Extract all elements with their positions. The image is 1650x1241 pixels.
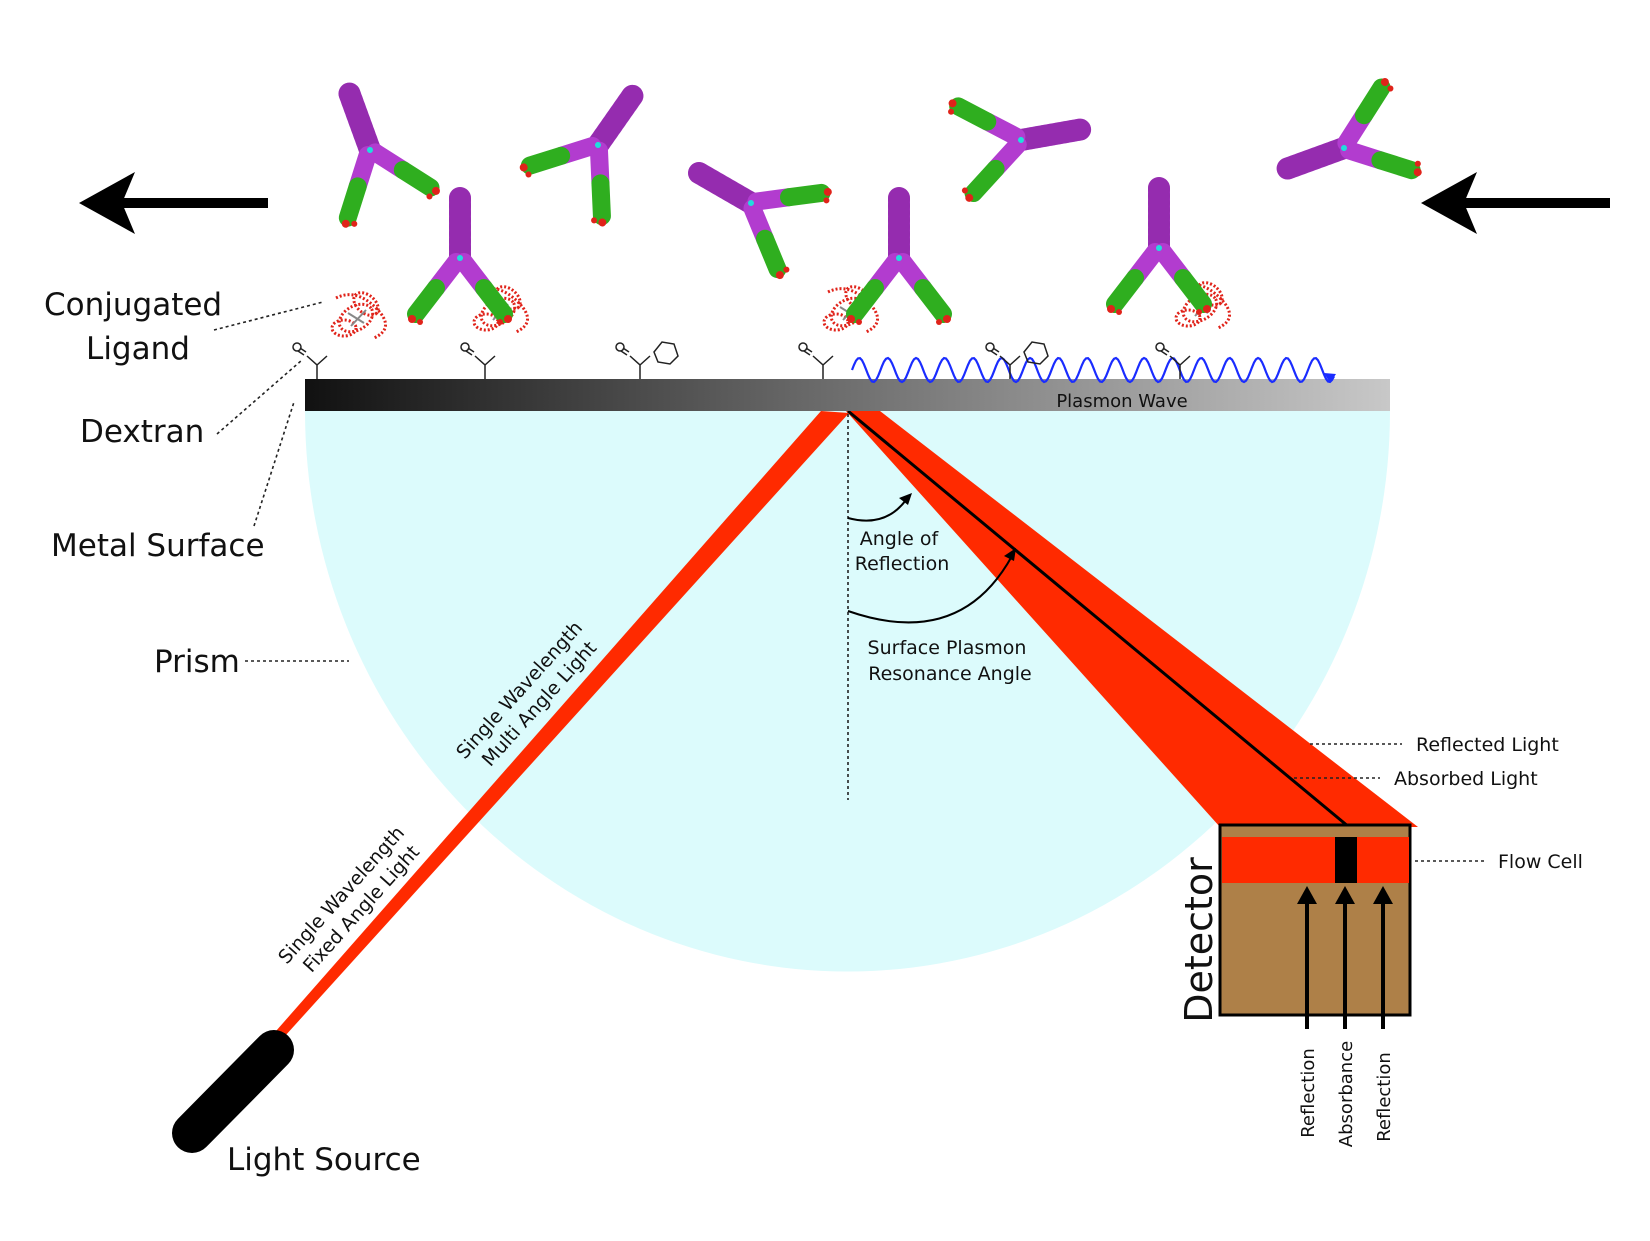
dextran-bond xyxy=(465,347,496,379)
absorbance-spot xyxy=(1335,837,1357,883)
oxygen-atom xyxy=(615,342,625,352)
light-source xyxy=(172,1030,294,1153)
spr-angle-label: Surface Plasmon Resonance Angle xyxy=(868,637,1033,685)
leader-line xyxy=(216,359,303,435)
flow-cell-label: Flow Cell xyxy=(1498,851,1583,873)
oxygen-atom xyxy=(460,342,470,352)
antibody xyxy=(1270,76,1425,217)
reflected-light-label: Reflected Light xyxy=(1416,734,1559,756)
oxygen-atom xyxy=(798,342,808,352)
dextran-bond xyxy=(620,341,679,379)
oxygen-atom xyxy=(985,342,995,352)
reflected-beam xyxy=(846,411,1418,827)
metal-surface xyxy=(305,379,1390,411)
dextran-bond xyxy=(803,347,834,379)
conjugated-ligands xyxy=(330,276,1232,340)
dextran-chain xyxy=(460,342,496,379)
plasmon-wave-label: Plasmon Wave xyxy=(1056,391,1187,412)
dextran-chain xyxy=(798,342,834,379)
dextran-chain xyxy=(985,341,1049,379)
plasmon-wave-arrowhead xyxy=(1324,373,1336,383)
arrow-left-icon xyxy=(1421,172,1610,234)
dextran-bond xyxy=(1160,347,1191,379)
detector-arrows xyxy=(1297,886,1393,1029)
oxygen-atom xyxy=(292,342,302,352)
oxygen-atom xyxy=(1155,342,1165,352)
arrow-up-icon xyxy=(1335,886,1355,1029)
dextran-bond xyxy=(990,341,1049,379)
absorbed-light-line xyxy=(847,409,1350,829)
signal-label-reflection: Reflection xyxy=(1298,1048,1319,1138)
prism-label: Prism xyxy=(154,644,240,680)
arrow-up-icon xyxy=(1373,886,1393,1029)
incident-beam xyxy=(276,411,849,1036)
plasmon-wave xyxy=(850,356,1335,384)
dextran-chain xyxy=(615,341,679,379)
arrow-up-icon xyxy=(1297,886,1317,1029)
signal-label-reflection: Reflection xyxy=(1374,1052,1395,1142)
arrowhead xyxy=(1004,548,1016,561)
antibody xyxy=(946,78,1089,202)
detector-label: Detector xyxy=(1177,857,1221,1023)
flow-cell xyxy=(1222,837,1409,883)
leader-line xyxy=(253,401,295,527)
antibody xyxy=(847,198,951,325)
conjugated-ligand-label: Conjugated Ligand xyxy=(44,287,232,367)
antibodies xyxy=(301,66,1425,325)
antibody xyxy=(673,128,835,282)
ligand xyxy=(330,286,388,340)
dextran-group xyxy=(292,341,1191,379)
signal-label-absorbance: Absorbance xyxy=(1336,1041,1357,1147)
angle-of-reflection-arc xyxy=(847,499,907,522)
dextran-bond xyxy=(297,347,328,379)
light-source-label: Light Source xyxy=(227,1142,421,1178)
antibody xyxy=(301,76,442,231)
dextran-chain xyxy=(292,342,328,379)
spr-angle-arc xyxy=(847,555,1013,624)
antibody xyxy=(408,198,512,325)
metal-surface-label: Metal Surface xyxy=(51,528,265,564)
dextran-chain xyxy=(1155,342,1191,379)
angle-of-reflection-label: Angle of Reflection xyxy=(855,528,950,575)
leader-line xyxy=(213,301,324,331)
absorbed-light-label: Absorbed Light xyxy=(1394,768,1538,790)
antibody xyxy=(1107,188,1211,315)
arrow-left-icon xyxy=(79,172,268,234)
antibody xyxy=(517,66,675,230)
dextran-label: Dextran xyxy=(80,414,204,450)
arrowhead xyxy=(899,493,912,505)
